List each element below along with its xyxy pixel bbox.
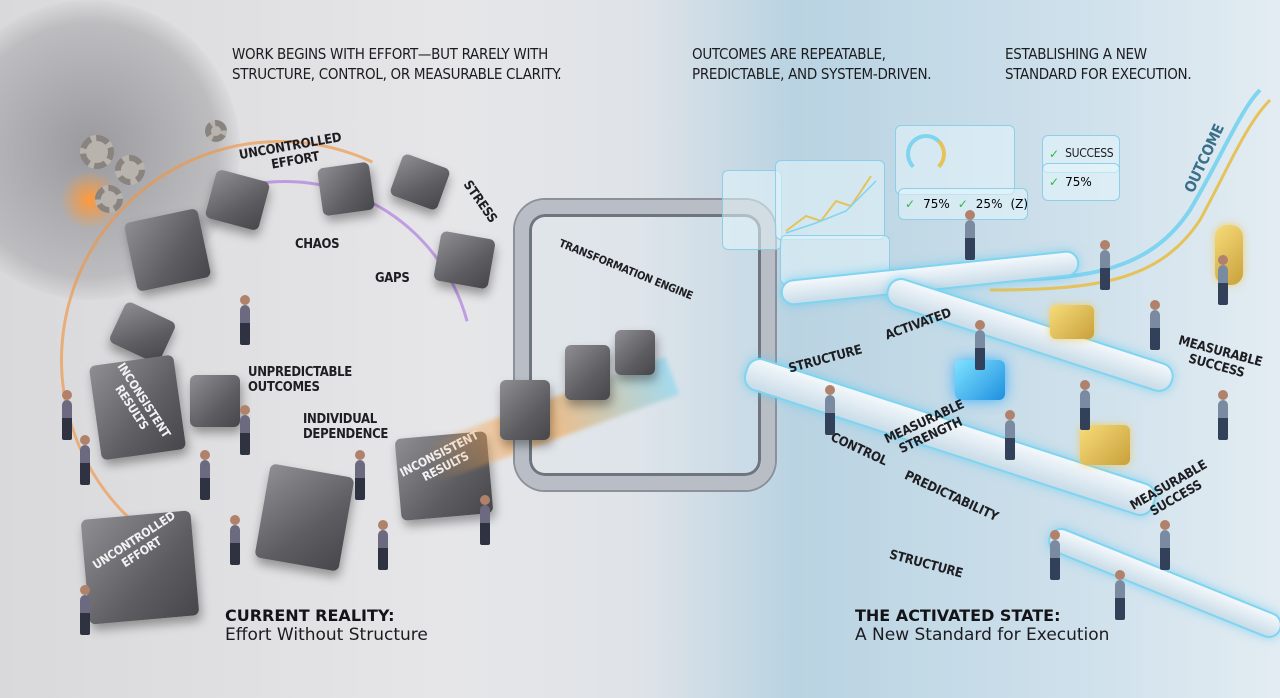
person (1100, 240, 1110, 290)
headline-line: structure, control, or measurable clarit… (232, 65, 562, 84)
person (200, 450, 210, 500)
left-subtitle: Effort Without Structure (225, 625, 428, 645)
label-gaps: Gaps (375, 271, 410, 286)
dashboard-panel-list (722, 170, 782, 250)
person (1150, 300, 1160, 350)
metric-value: 25% (975, 197, 1003, 211)
person (480, 495, 490, 545)
person (1005, 410, 1015, 460)
rock (190, 375, 240, 427)
right-title: THE ACTIVATED STATE: (855, 606, 1061, 625)
rock (565, 345, 610, 400)
label-measurable-success: Measurable Success (1128, 458, 1217, 527)
dashboard-metrics-row: ✓ 75% ✓ 25% (Z) (898, 188, 1028, 220)
headline-line: standard for execution. (1005, 65, 1192, 84)
person (1080, 380, 1090, 430)
person (378, 520, 388, 570)
label-line: Individual (303, 412, 377, 427)
rock (615, 330, 655, 375)
label-individual-dependence: Individual Dependence (303, 412, 389, 443)
headline-line: Outcomes are repeatable, (692, 45, 886, 63)
person (1218, 255, 1228, 305)
right-subtitle: A New Standard for Execution (855, 625, 1110, 645)
middle-headline: Outcomes are repeatable, predictable, an… (692, 44, 992, 85)
check-icon: ✓ (1049, 147, 1060, 161)
outcome-curve (990, 88, 1272, 292)
headline-line: Work begins with effort—but rarely with (232, 45, 548, 63)
success-value-card: ✓ 75% (1042, 163, 1120, 201)
left-title: CURRENT REALITY: (225, 606, 395, 625)
success-value: 75% (1065, 175, 1092, 189)
dashboard-panel-line-chart (775, 160, 885, 240)
person (240, 295, 250, 345)
label-structure: Structure (787, 342, 864, 377)
label-predictability: Predictability (901, 468, 1001, 525)
label-line: Unpredictable (248, 365, 352, 380)
person (80, 585, 90, 635)
gear-icon (205, 120, 227, 142)
gear-icon (95, 185, 123, 213)
rock (500, 380, 550, 440)
metric-value: 75% (923, 197, 950, 211)
rock (433, 230, 496, 290)
headline-line: predictable, and system-driven. (692, 65, 932, 84)
label-unpredictable-outcomes: Unpredictable Outcomes (248, 365, 352, 396)
success-label: Success (1065, 146, 1114, 161)
gold-block (1050, 305, 1094, 339)
engine-label: Transformation Engine (557, 236, 695, 303)
check-icon: ✓ (1049, 175, 1060, 189)
right-caption: THE ACTIVATED STATE: A New Standard for … (855, 606, 1109, 645)
person (975, 320, 985, 370)
person (80, 435, 90, 485)
metric-value: (Z) (1010, 197, 1029, 211)
label-control: Control (828, 429, 890, 470)
label-chaos: Chaos (295, 237, 340, 252)
gold-block (1080, 425, 1130, 465)
check-icon: ✓ (957, 197, 968, 211)
line-chart-icon (785, 175, 877, 234)
rock-uncontrolled-effort: Uncontrolled Effort (80, 509, 200, 625)
label-measurable-success: Measurable Success (1173, 333, 1264, 385)
person (825, 385, 835, 435)
label-structure: Structure (887, 547, 965, 582)
left-headline: Work begins with effort—but rarely with … (232, 44, 592, 85)
label-line: Outcomes (248, 379, 320, 395)
rock-label: Inconsistent Results (102, 360, 173, 447)
right-headline: Establishing a new standard for executio… (1005, 44, 1275, 85)
person (1218, 390, 1228, 440)
person (1050, 530, 1060, 580)
check-icon: ✓ (905, 197, 916, 211)
gear-icon (115, 155, 145, 185)
person (1115, 570, 1125, 620)
person (1160, 520, 1170, 570)
rock-inconsistent-results: Inconsistent Results (88, 354, 187, 461)
headline-line: Establishing a new (1005, 45, 1147, 63)
gauge-icon (906, 134, 946, 174)
left-caption: CURRENT REALITY: Effort Without Structur… (225, 606, 428, 645)
person (965, 210, 975, 260)
gear-icon (80, 135, 114, 169)
label-line: Dependence (303, 426, 389, 442)
label-stress: Stress (459, 178, 500, 226)
person (355, 450, 365, 500)
person (230, 515, 240, 565)
dashboard-panel-gauge (895, 125, 1015, 195)
person (240, 405, 250, 455)
person (62, 390, 72, 440)
rock (316, 161, 376, 217)
rock (254, 463, 355, 572)
rock-label: Uncontrolled Effort (85, 505, 192, 588)
